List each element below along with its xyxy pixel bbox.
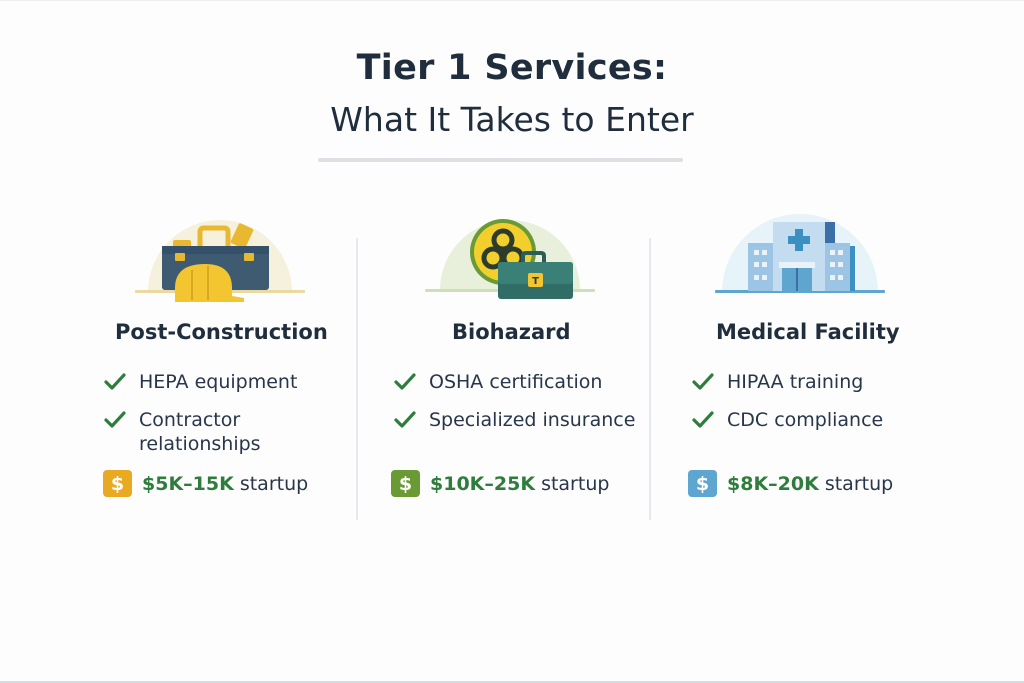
requirement-label-line1: Contractor bbox=[139, 409, 241, 431]
cost-range: $10K–25K bbox=[430, 472, 536, 495]
page-subtitle: What It Takes to Enter bbox=[330, 100, 694, 139]
requirement-label: Specialized insurance bbox=[429, 409, 636, 431]
requirement-label: HEPA equipment bbox=[139, 371, 298, 393]
cost-range: $5K–15K bbox=[142, 472, 234, 495]
column-title: Medical Facility bbox=[716, 320, 900, 344]
check-icon bbox=[394, 373, 416, 390]
hospital-building-icon bbox=[715, 214, 885, 293]
dollar-icon: $ bbox=[391, 470, 420, 497]
column-title: Post-Construction bbox=[115, 320, 328, 344]
requirement-item: CDC compliance bbox=[691, 408, 883, 432]
toolbox-hardhat-icon bbox=[135, 220, 305, 302]
cost-suffix: startup bbox=[239, 472, 309, 495]
dollar-icon: $ bbox=[688, 470, 717, 497]
check-icon bbox=[692, 411, 714, 428]
page-title: Tier 1 Services: bbox=[356, 48, 668, 88]
requirement-label: HIPAA training bbox=[727, 371, 864, 393]
startup-cost: $ $5K–15K startup bbox=[103, 470, 308, 497]
requirement-item: Contractor relationships bbox=[103, 408, 261, 456]
check-icon bbox=[692, 373, 714, 390]
startup-cost: $ $10K–25K startup bbox=[391, 470, 609, 497]
svg-text:T: T bbox=[532, 276, 539, 287]
requirement-label-line2: relationships bbox=[139, 433, 261, 455]
cost-suffix: startup bbox=[541, 472, 610, 495]
title-underline bbox=[318, 158, 683, 162]
requirement-item: HEPA equipment bbox=[103, 370, 297, 394]
cost-suffix: startup bbox=[824, 472, 894, 495]
biohazard-toolbox-icon: T bbox=[425, 219, 595, 299]
check-icon bbox=[104, 411, 126, 428]
startup-cost: $ $8K–20K startup bbox=[688, 470, 893, 497]
column-divider bbox=[356, 238, 358, 520]
requirement-item: Specialized insurance bbox=[393, 408, 635, 432]
requirement-item: OSHA certification bbox=[393, 370, 602, 394]
column-title: Biohazard bbox=[452, 320, 571, 344]
column-divider bbox=[649, 238, 651, 520]
requirement-label: OSHA certification bbox=[429, 371, 603, 393]
dollar-icon: $ bbox=[103, 470, 132, 497]
requirement-label: CDC compliance bbox=[727, 409, 884, 431]
check-icon bbox=[104, 373, 126, 390]
requirement-item: HIPAA training bbox=[691, 370, 863, 394]
cost-range: $8K–20K bbox=[727, 472, 819, 495]
check-icon bbox=[394, 411, 416, 428]
